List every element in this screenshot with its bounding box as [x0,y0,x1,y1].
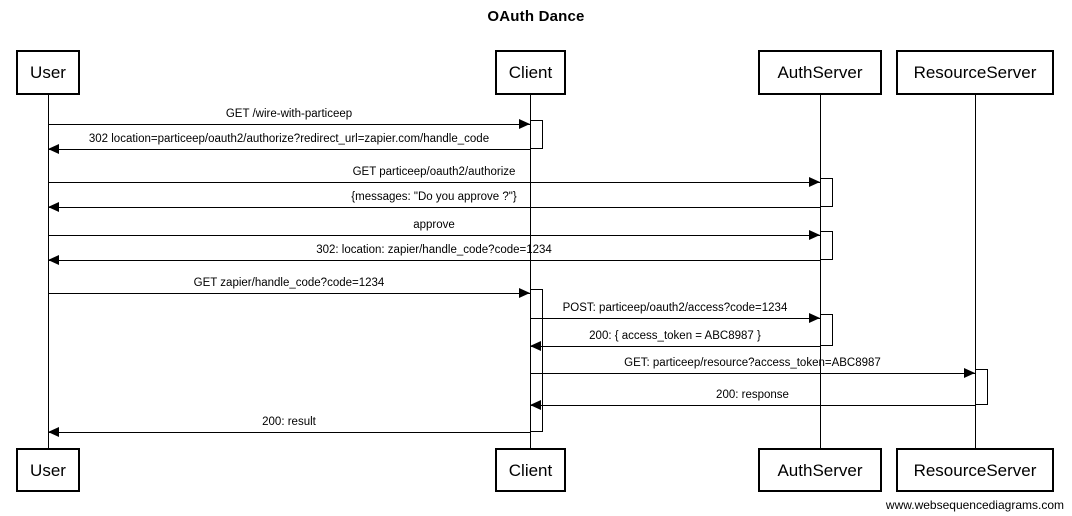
activation-bar-authserver [820,178,833,207]
message-label: {messages: "Do you approve ?"} [351,190,517,203]
activation-bar-client [530,289,543,432]
page-title: OAuth Dance [487,8,585,25]
message-label: 302: location: zapier/handle_code?code=1… [316,243,552,256]
lifeline-resourceserver [975,95,976,448]
message-line [48,207,820,208]
arrowhead-left-icon [48,427,59,437]
footer-credit: www.websequencediagrams.com [885,498,1064,512]
message-label: GET /wire-with-particeep [225,107,353,120]
participant-client-bottom[interactable]: Client [495,448,566,492]
arrowhead-right-icon [519,119,530,129]
message-line [48,235,820,236]
message-line [48,124,530,125]
arrowhead-right-icon [519,288,530,298]
activation-bar-client [530,120,543,149]
message-line [530,318,820,319]
message-label: 200: response [716,388,789,401]
arrowhead-left-icon [530,400,541,410]
message-line [48,260,820,261]
arrowhead-left-icon [48,202,59,212]
message-label: 200: result [262,415,316,428]
message-label: approve [413,218,455,231]
message-line [530,346,820,347]
lifeline-user [48,95,49,448]
activation-bar-resourceserver [975,369,988,405]
participant-user-bottom[interactable]: User [16,448,80,492]
arrowhead-right-icon [809,230,820,240]
arrowhead-right-icon [964,368,975,378]
participant-resourceserver-top[interactable]: ResourceServer [896,50,1054,95]
arrowhead-left-icon [530,341,541,351]
message-line [48,432,530,433]
activation-bar-authserver [820,314,833,346]
message-label: GET zapier/handle_code?code=1234 [193,276,385,289]
message-label: POST: particeep/oauth2/access?code=1234 [562,301,788,314]
participant-resourceserver-bottom[interactable]: ResourceServer [896,448,1054,492]
arrowhead-right-icon [809,313,820,323]
arrowhead-left-icon [48,255,59,265]
participant-client-top[interactable]: Client [495,50,566,95]
message-label: 200: { access_token = ABC8987 } [589,329,761,342]
message-line [48,293,530,294]
arrowhead-left-icon [48,144,59,154]
participant-user-top[interactable]: User [16,50,80,95]
message-label: GET: particeep/resource?access_token=ABC… [624,356,881,369]
message-label: 302 location=particeep/oauth2/authorize?… [88,132,490,145]
participant-authserver-top[interactable]: AuthServer [758,50,882,95]
lifeline-client [530,95,531,448]
participant-authserver-bottom[interactable]: AuthServer [758,448,882,492]
activation-bar-authserver [820,231,833,260]
lifeline-authserver [820,95,821,448]
message-line [530,373,975,374]
message-label: GET particeep/oauth2/authorize [352,165,516,178]
arrowhead-right-icon [809,177,820,187]
message-line [48,182,820,183]
message-line [530,405,975,406]
message-line [48,149,530,150]
